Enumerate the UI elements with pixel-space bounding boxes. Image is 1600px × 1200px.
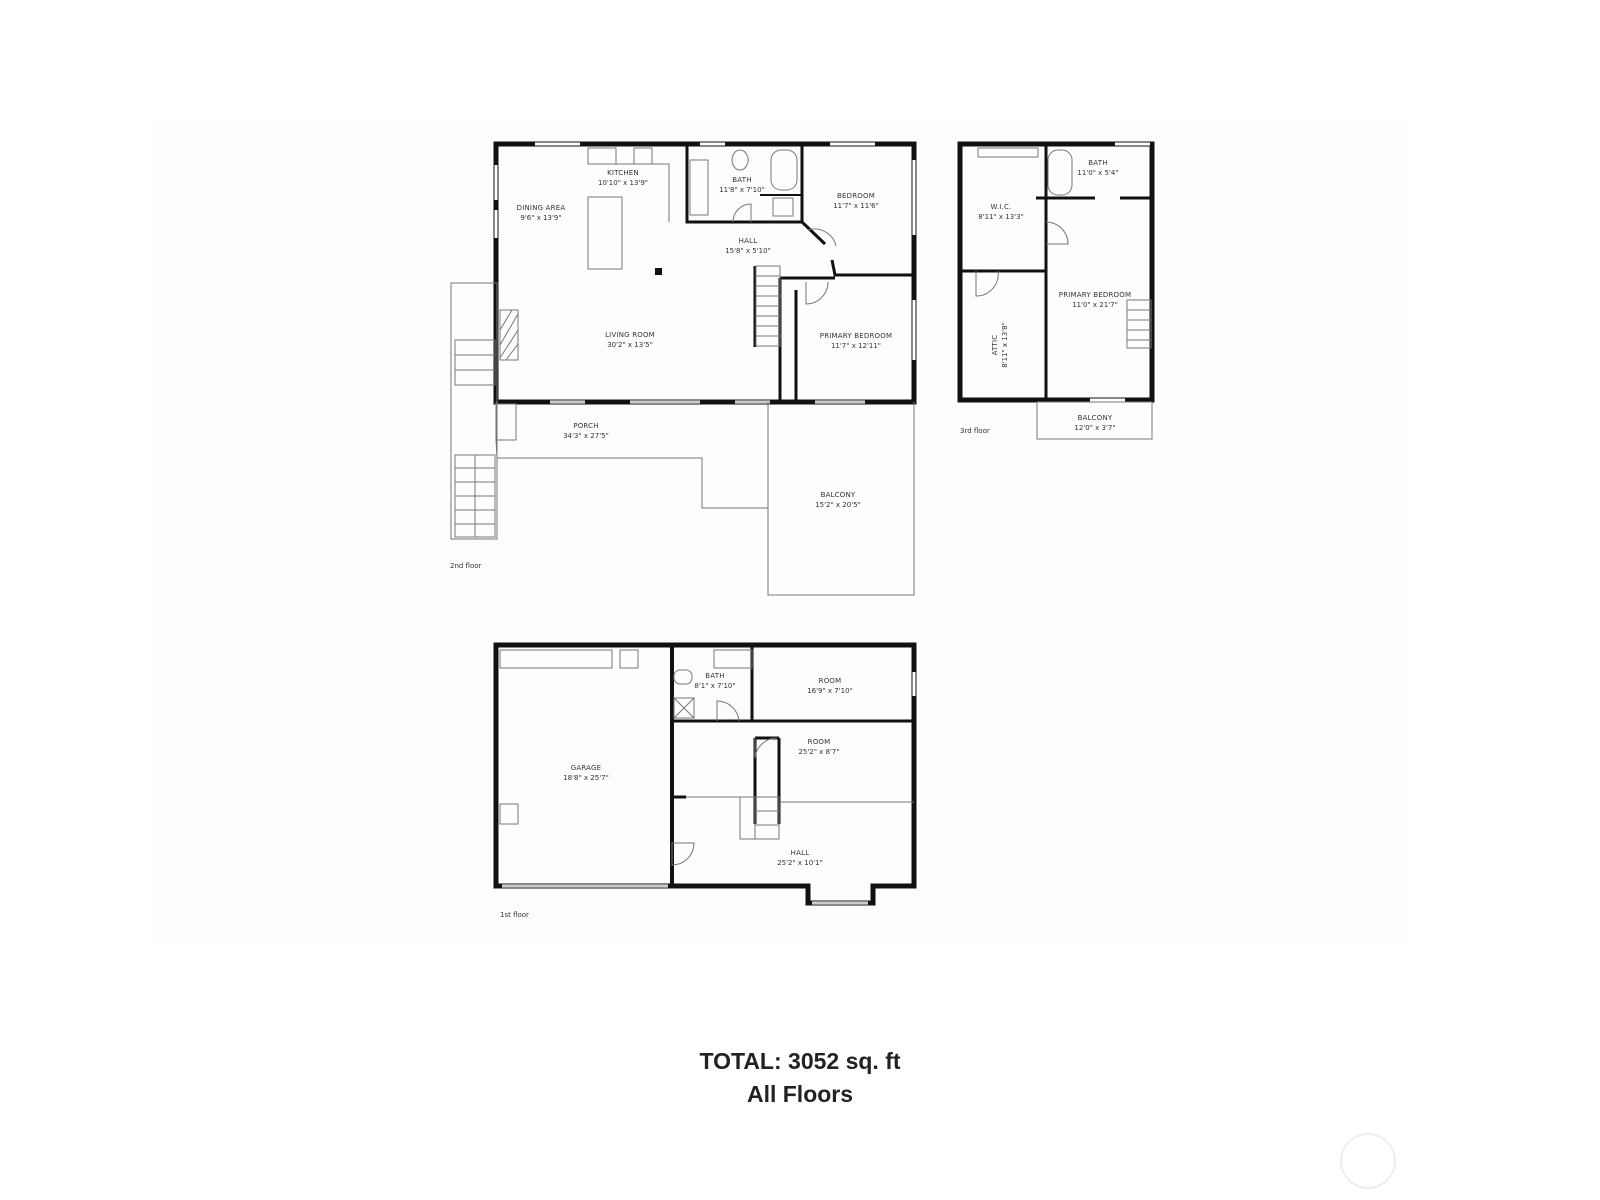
- room-label-porch: PORCH 34'3" x 27'5": [563, 422, 609, 440]
- floor-label-2nd: 2nd floor: [450, 562, 482, 570]
- room-label-attic: ATTIC 8'11" x 13'8": [991, 322, 1009, 368]
- room-label-bath-2f: BATH 11'8" x 7'10": [719, 176, 765, 194]
- room-label-primary-bedroom-3f: PRIMARY BEDROOM 11'0" x 21'7": [1058, 291, 1132, 309]
- room-label-wic: W.I.C. 8'11" x 13'3": [978, 203, 1024, 221]
- room-label-hall-1f: HALL 25'2" x 10'1": [777, 849, 823, 867]
- room-label-bath-1f: BATH 8'1" x 7'10": [694, 672, 736, 690]
- floor-label-1st: 1st floor: [500, 911, 529, 919]
- floor-label-3rd: 3rd floor: [960, 427, 990, 435]
- room-label-hall-2f: HALL 15'8" x 5'10": [725, 237, 771, 255]
- room-label-kitchen: KITCHEN 10'10" x 13'9": [597, 169, 649, 187]
- room-label-room-1: ROOM 16'9" x 7'10": [807, 677, 853, 695]
- total-area-text: TOTAL: 3052 sq. ft: [699, 1048, 901, 1074]
- room-label-garage: GARAGE 18'8" x 25'7": [563, 764, 609, 782]
- room-label-bedroom: BEDROOM 11'7" x 11'6": [833, 192, 879, 210]
- room-label-bath-3f: BATH 11'0" x 5'4": [1077, 159, 1119, 177]
- room-label-balcony-2f: BALCONY 15'2" x 20'5": [815, 491, 861, 509]
- room-label-primary-bedroom-2f: PRIMARY BEDROOM 11'7" x 12'11": [819, 332, 893, 350]
- room-label-living-room: LIVING ROOM 30'2" x 13'5": [605, 331, 655, 349]
- total-area-summary: TOTAL: 3052 sq. ft All Floors: [0, 1045, 1600, 1111]
- room-label-balcony-3f: BALCONY 12'0" x 3'7": [1074, 414, 1116, 432]
- room-label-room-2: ROOM 25'2" x 8'7": [798, 738, 840, 756]
- watermark-circle-icon: [1340, 1133, 1396, 1189]
- total-area-scope: All Floors: [746, 1081, 854, 1107]
- third-floor-plan: [957, 141, 1155, 440]
- second-floor-plan: [450, 141, 917, 596]
- room-label-dining-area: DINING AREA 9'6" x 13'9": [516, 204, 566, 222]
- first-floor-plan: [493, 642, 917, 906]
